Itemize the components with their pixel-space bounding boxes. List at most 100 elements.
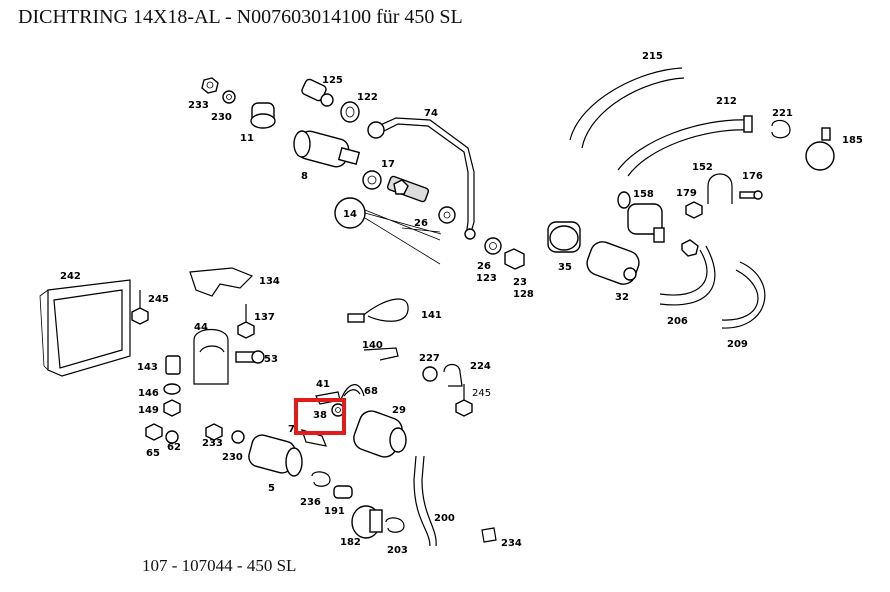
label-227[interactable]: 227	[419, 353, 440, 364]
part-227-washer[interactable]	[422, 366, 438, 382]
label-242[interactable]: 242	[60, 271, 81, 282]
label-14[interactable]: 14	[343, 209, 357, 220]
label-143[interactable]: 143	[137, 362, 158, 373]
label-128[interactable]: 128	[513, 289, 534, 300]
label-125[interactable]: 125	[322, 75, 343, 86]
part-137-screw[interactable]	[237, 304, 255, 339]
label-212[interactable]: 212	[716, 96, 737, 107]
part-224-clamp[interactable]	[443, 363, 463, 387]
label-134[interactable]: 134	[259, 276, 280, 287]
label-215[interactable]: 215	[642, 51, 663, 62]
label-53[interactable]: 53	[264, 354, 278, 365]
part-200-line[interactable]	[413, 455, 437, 547]
part-245-screw[interactable]	[131, 290, 149, 325]
label-23[interactable]: 23	[513, 277, 527, 288]
part-203-clamp[interactable]	[385, 517, 405, 533]
part-209-hose[interactable]	[721, 261, 766, 329]
part-233-nut-2[interactable]	[205, 423, 223, 441]
part-35-sleeve[interactable]	[547, 221, 581, 253]
part-29-filter[interactable]	[350, 408, 407, 461]
part-152-bracket[interactable]	[707, 173, 733, 204]
label-26-b[interactable]: 26	[477, 261, 491, 272]
label-176[interactable]: 176	[742, 171, 763, 182]
part-233-nut[interactable]	[201, 77, 219, 94]
label-224[interactable]: 224	[470, 361, 491, 372]
part-122-ring[interactable]	[340, 101, 360, 123]
part-215-hose[interactable]	[569, 67, 685, 149]
part-230-washer[interactable]	[222, 90, 236, 104]
part-191-sleeve[interactable]	[333, 485, 353, 499]
part-149-nut[interactable]	[163, 399, 181, 417]
part-140-bracket[interactable]	[363, 347, 399, 361]
part-23-nut[interactable]	[504, 248, 525, 270]
part-179-nut[interactable]	[685, 201, 703, 219]
part-245-screw-2[interactable]	[455, 384, 473, 417]
label-74[interactable]: 74	[424, 108, 438, 119]
label-140[interactable]: 140	[362, 340, 383, 351]
part-236-clamp[interactable]	[311, 471, 331, 487]
label-35[interactable]: 35	[558, 262, 572, 273]
label-206[interactable]: 206	[667, 316, 688, 327]
part-176-bolt[interactable]	[739, 190, 763, 200]
label-230[interactable]: 230	[211, 112, 232, 123]
label-179[interactable]: 179	[676, 188, 697, 199]
label-191[interactable]: 191	[324, 506, 345, 517]
label-62[interactable]: 62	[167, 442, 181, 453]
label-233-b[interactable]: 233	[202, 438, 223, 449]
label-209[interactable]: 209	[727, 339, 748, 350]
label-149[interactable]: 149	[138, 405, 159, 416]
part-14-valve[interactable]	[334, 175, 430, 229]
part-74-line[interactable]	[367, 117, 476, 240]
part-230-washer-2[interactable]	[231, 430, 245, 444]
part-146-washer[interactable]	[163, 383, 181, 395]
label-185[interactable]: 185	[842, 135, 863, 146]
label-68[interactable]: 68	[364, 386, 378, 397]
label-182[interactable]: 182	[340, 537, 361, 548]
part-134-bracket[interactable]	[189, 267, 254, 297]
label-141[interactable]: 141	[421, 310, 442, 321]
part-212-hose[interactable]	[617, 115, 753, 177]
label-236[interactable]: 236	[300, 497, 321, 508]
label-38[interactable]: 38	[313, 410, 327, 421]
part-5-pump[interactable]	[247, 433, 303, 477]
label-122[interactable]: 122	[357, 92, 378, 103]
part-62-washer[interactable]	[165, 430, 179, 444]
label-230-b[interactable]: 230	[222, 452, 243, 463]
part-141-strap[interactable]	[347, 298, 409, 323]
label-44[interactable]: 44	[194, 322, 208, 333]
part-8-pump[interactable]	[293, 129, 361, 169]
label-29[interactable]: 29	[392, 405, 406, 416]
label-65[interactable]: 65	[146, 448, 160, 459]
part-53-bolt[interactable]	[235, 350, 265, 364]
label-245-a[interactable]: 245	[148, 294, 169, 305]
label-7[interactable]: 7	[288, 424, 295, 435]
part-32-filter[interactable]	[584, 238, 643, 287]
label-41[interactable]: 41	[316, 379, 330, 390]
part-123-washer[interactable]	[484, 237, 502, 255]
part-65-nut[interactable]	[145, 423, 163, 441]
label-152[interactable]: 152	[692, 162, 713, 173]
label-17[interactable]: 17	[381, 159, 395, 170]
part-44-mount[interactable]	[193, 328, 229, 385]
part-185-sensor[interactable]	[805, 127, 835, 171]
part-221-clamp[interactable]	[771, 119, 791, 139]
label-245-b[interactable]: 245	[472, 388, 491, 399]
label-146[interactable]: 146	[138, 388, 159, 399]
part-182-damper[interactable]	[351, 505, 383, 539]
part-125-fitting[interactable]	[301, 78, 334, 107]
label-8[interactable]: 8	[301, 171, 308, 182]
part-68-hose[interactable]	[339, 384, 365, 403]
label-200[interactable]: 200	[434, 513, 455, 524]
part-158-pump[interactable]	[617, 191, 665, 243]
label-11[interactable]: 11	[240, 133, 254, 144]
part-26-ring[interactable]	[438, 206, 456, 224]
part-11-sleeve[interactable]	[250, 102, 276, 129]
part-242-shield[interactable]	[39, 279, 131, 377]
label-203[interactable]: 203	[387, 545, 408, 556]
part-206-hose[interactable]	[659, 239, 716, 306]
part-143-bushing[interactable]	[165, 355, 181, 375]
part-17-ring[interactable]	[362, 170, 382, 190]
label-137[interactable]: 137	[254, 312, 275, 323]
label-26-a[interactable]: 26	[414, 218, 428, 229]
label-123[interactable]: 123	[476, 273, 497, 284]
